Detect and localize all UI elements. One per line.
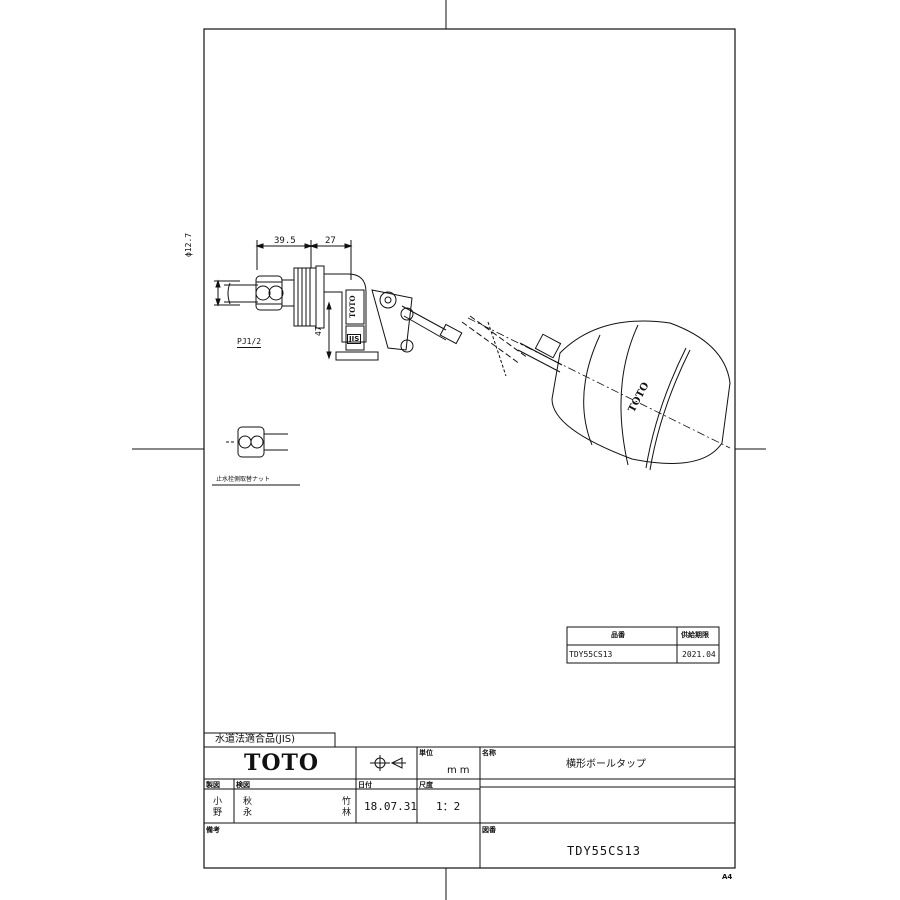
- drawing-no-value: TDY55CS13: [567, 844, 642, 858]
- spare-nut-sketch: [212, 426, 300, 486]
- toto-logo: TOTO: [244, 750, 320, 776]
- drawing-no-label: 図番: [482, 826, 496, 834]
- scale-value: 1：2: [436, 800, 461, 813]
- center-marks: [132, 0, 766, 900]
- dimension-thread: PJ1/2: [237, 337, 262, 348]
- paper-size: A4: [722, 873, 733, 881]
- date-value: 18.07.31: [364, 800, 417, 813]
- dimension-height: 47: [314, 326, 323, 336]
- ball-tap-assembly: [214, 240, 731, 471]
- drawing-frame: [203, 28, 736, 869]
- scale-label: 尺度: [419, 781, 433, 789]
- name-label: 名称: [482, 749, 496, 757]
- dimension-width-a: 39.5: [274, 236, 296, 246]
- checker-name-1: 秋: [243, 797, 253, 807]
- checker-label: 検図: [236, 781, 250, 789]
- supply-header-period: 供給期限: [681, 631, 709, 639]
- drafter-name-1: 小: [213, 797, 223, 807]
- drafter-name-2: 野: [213, 808, 223, 818]
- title-block-grid: [203, 732, 735, 868]
- dimension-width-b: 27: [325, 236, 336, 246]
- body-mark-toto: TOTO: [348, 295, 357, 318]
- unit-value: mm: [447, 765, 473, 776]
- supply-header-part-no: 品番: [611, 631, 625, 639]
- unit-label: 単位: [419, 749, 433, 757]
- checker-name-4: 林: [342, 808, 352, 818]
- nut-caption: 止水栓側取替ナット: [216, 476, 271, 483]
- drafter-label: 製図: [206, 781, 220, 789]
- remarks-label: 備考: [206, 826, 220, 834]
- body-mark-jis: JIS: [347, 334, 362, 344]
- dimension-diameter: ϕ12.7: [184, 232, 193, 257]
- name-value: 横形ボールタップ: [566, 759, 646, 770]
- supply-cell-period: 2021.04: [682, 650, 716, 659]
- standard-label: 水道法適合品(JIS): [215, 734, 296, 745]
- supply-cell-part-no: TDY55CS13: [569, 650, 613, 659]
- date-label: 日付: [358, 781, 372, 789]
- checker-name-3: 竹: [342, 797, 352, 807]
- checker-name-2: 永: [243, 808, 253, 818]
- supply-table-grid: [566, 626, 720, 664]
